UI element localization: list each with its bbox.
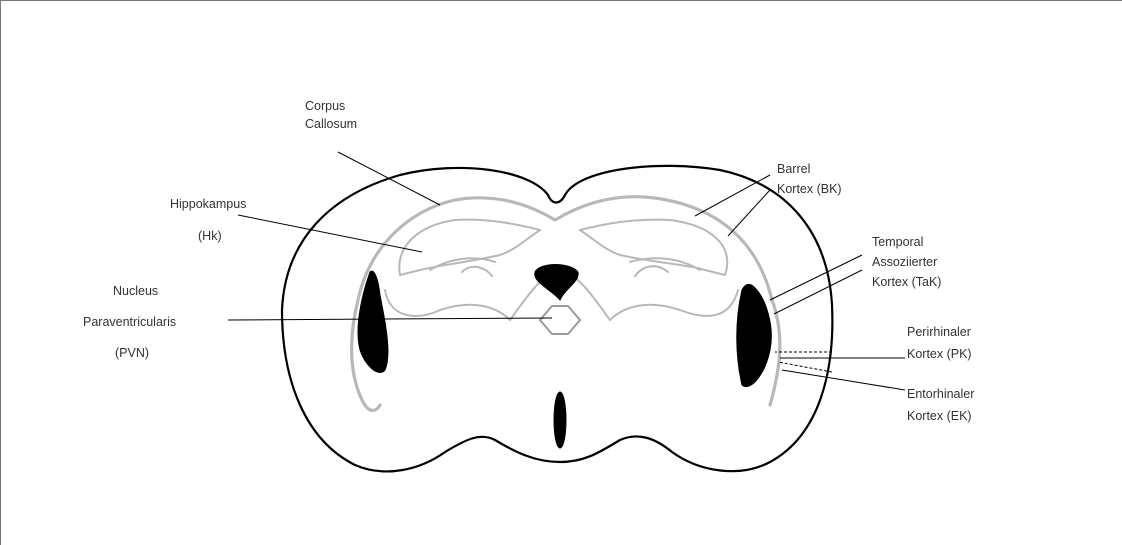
- label-temporal: Temporal Assoziierter Kortex (TaK): [872, 235, 941, 289]
- label-perirhinal: Perirhinaler Kortex (PK): [907, 325, 974, 361]
- third-ventricle-lower: [554, 392, 566, 448]
- label-entorhinal: Entorhinaler Kortex (EK): [907, 387, 978, 423]
- label-barrel: Barrel Kortex (BK): [777, 162, 842, 196]
- label-corpus-callosum: Corpus Callosum: [305, 99, 357, 131]
- label-pvn: Nucleus Paraventricularis (PVN): [83, 284, 180, 360]
- label-hippokampus: Hippokampus (Hk): [170, 197, 250, 243]
